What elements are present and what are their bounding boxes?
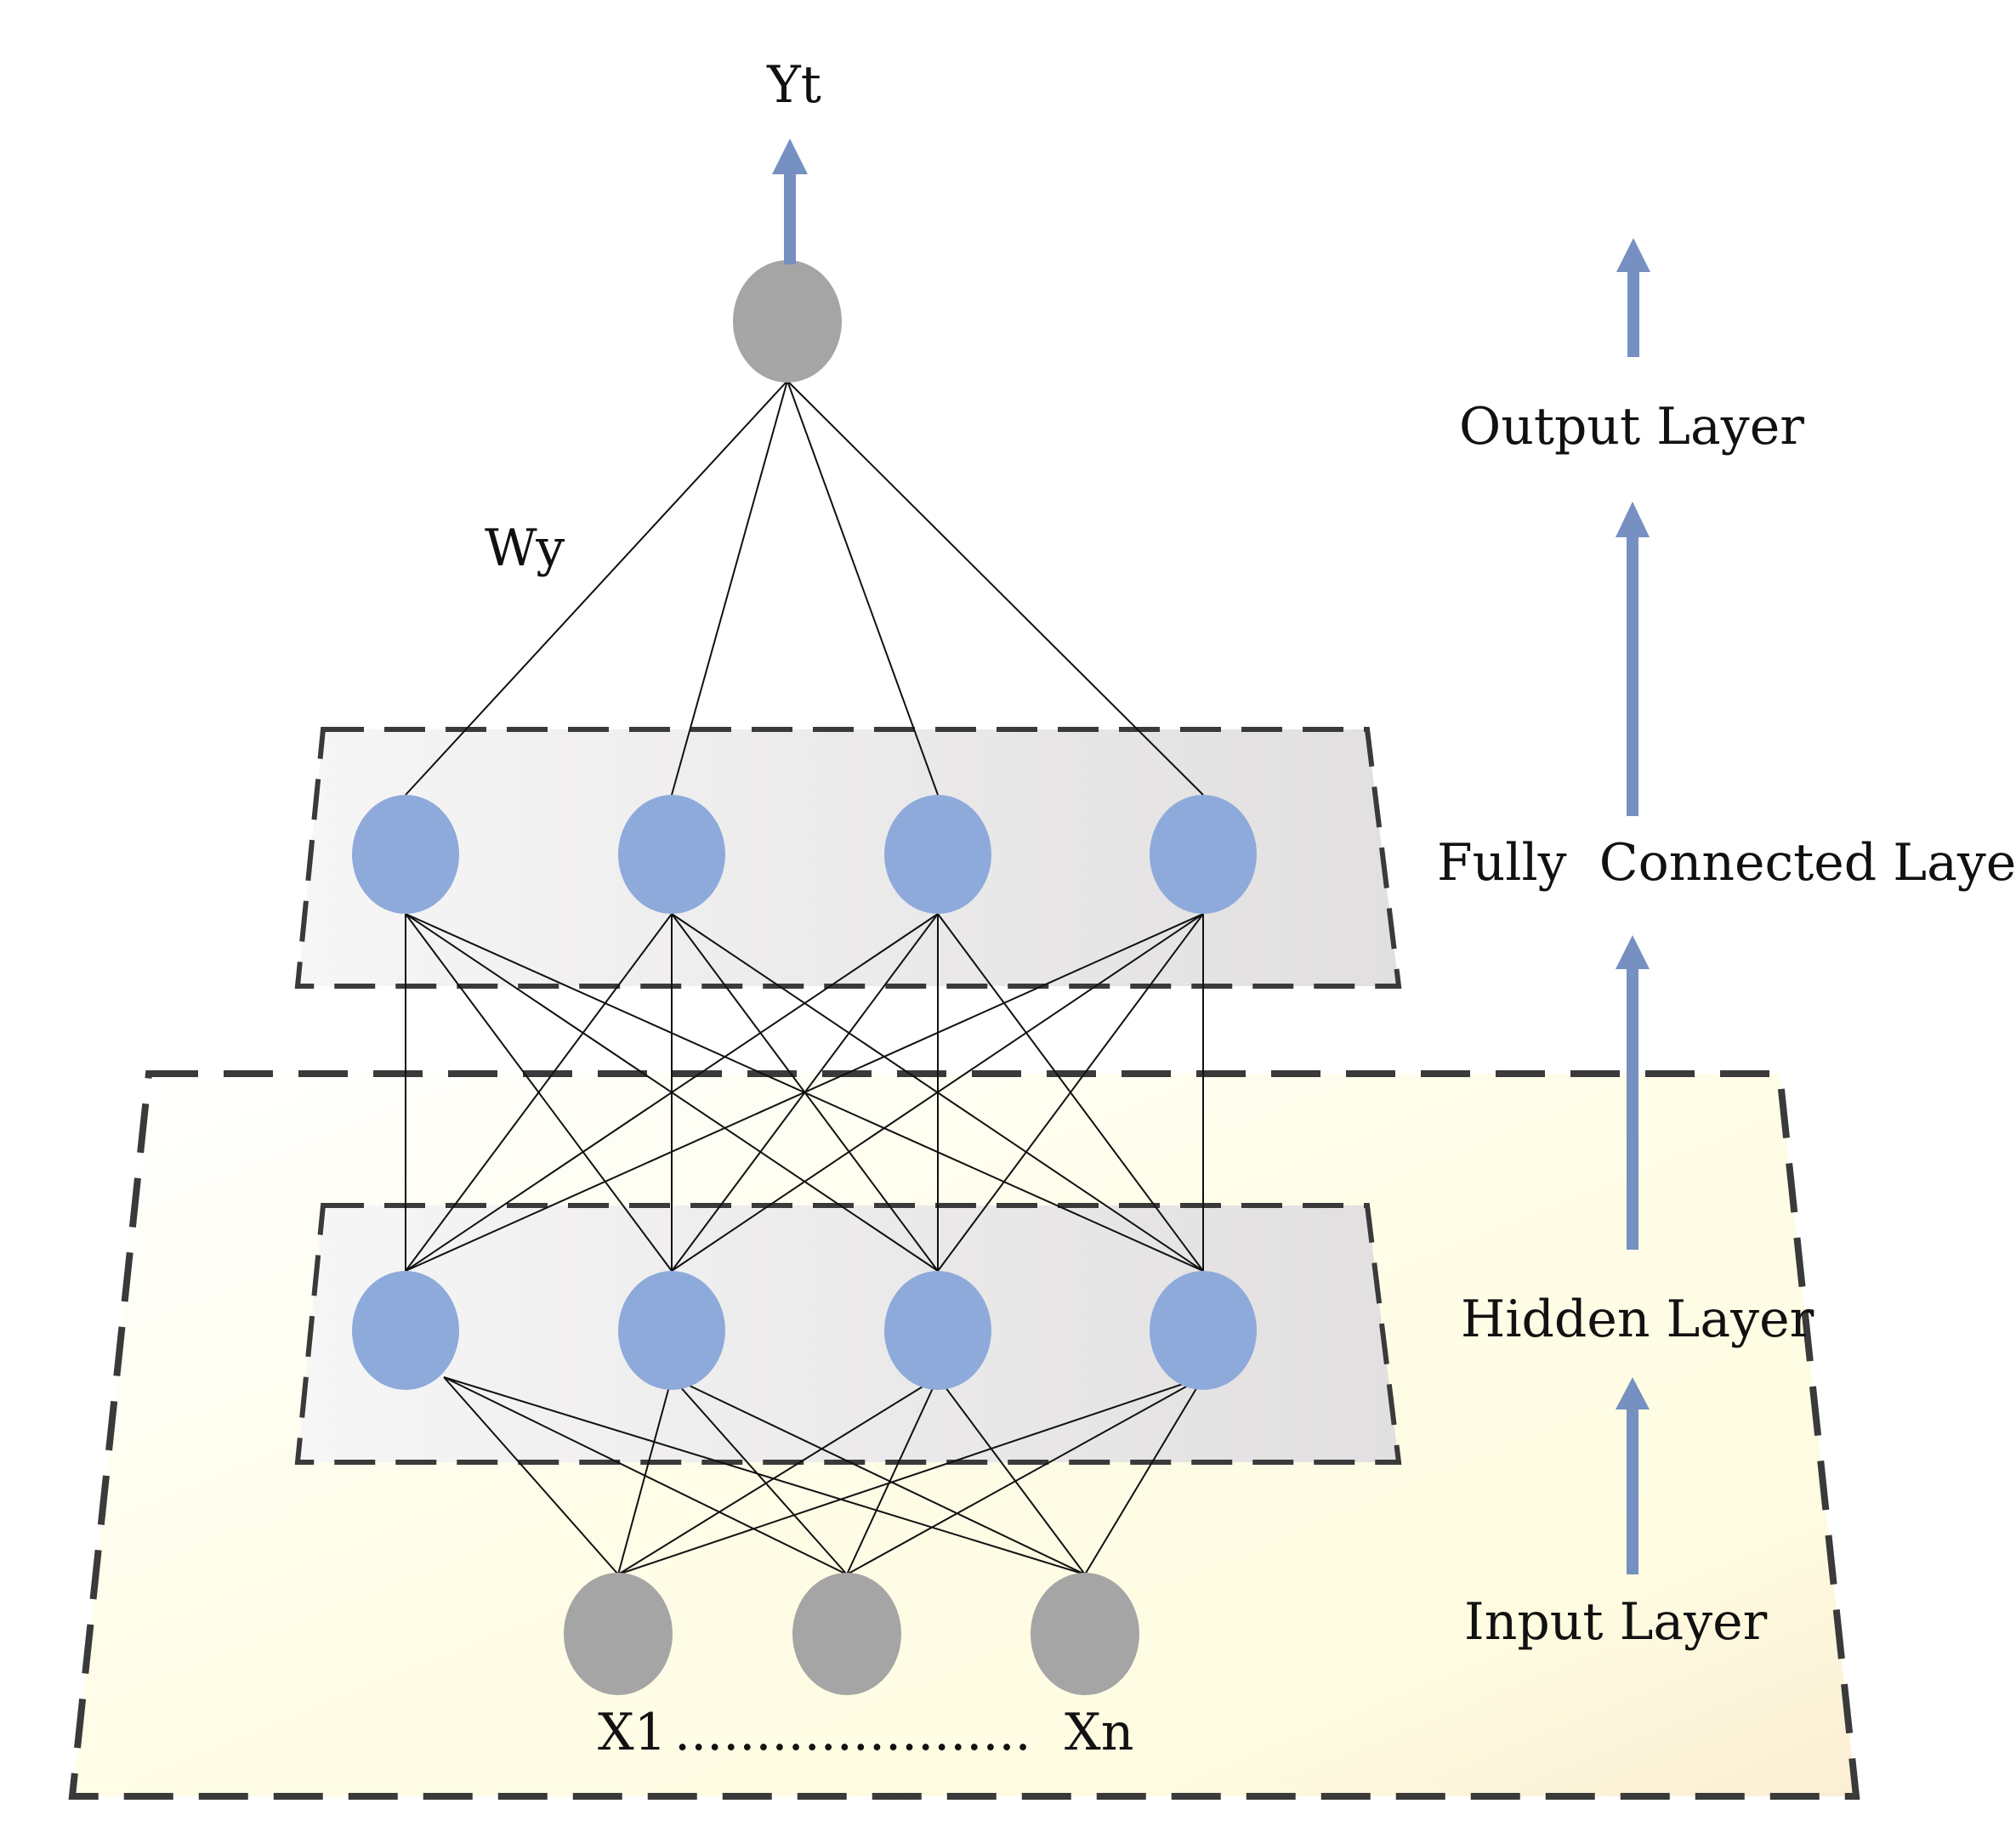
weight-label: Wy bbox=[485, 519, 565, 578]
input-layer-label: Input Layer bbox=[1464, 1592, 1768, 1652]
fully-connected-panel bbox=[294, 727, 1402, 989]
input-first-label: X1 bbox=[598, 1703, 667, 1762]
network-nodes bbox=[352, 260, 1257, 1695]
connection-lines bbox=[405, 380, 1204, 1575]
hidden-node bbox=[352, 1271, 459, 1390]
connection-line bbox=[787, 380, 1204, 796]
input-node bbox=[1031, 1573, 1139, 1695]
hidden-node bbox=[1150, 1271, 1257, 1390]
input-node bbox=[792, 1573, 901, 1695]
arrow-up-icon bbox=[1616, 935, 1650, 1250]
connection-line bbox=[846, 1376, 939, 1575]
connection-line bbox=[671, 1376, 848, 1575]
connection-line bbox=[671, 380, 788, 796]
input-dots: ...................... bbox=[674, 1703, 1031, 1762]
fully-connected-node bbox=[1150, 795, 1257, 914]
arrow-up-icon bbox=[1616, 1377, 1650, 1574]
connection-line bbox=[937, 1376, 1086, 1575]
hidden-node bbox=[884, 1271, 991, 1390]
connection-line bbox=[787, 380, 939, 796]
hidden-layer-panel bbox=[294, 1203, 1402, 1465]
output-arrow bbox=[772, 139, 808, 264]
connection-line bbox=[937, 913, 1204, 1272]
connection-line bbox=[443, 1376, 1086, 1575]
connection-line bbox=[405, 913, 1204, 1272]
hidden-layer-label: Hidden Layer bbox=[1461, 1290, 1814, 1349]
output-node bbox=[733, 260, 842, 383]
connection-line bbox=[671, 1376, 1086, 1575]
input-node bbox=[564, 1573, 673, 1695]
connection-line bbox=[405, 913, 673, 1272]
connection-line bbox=[405, 380, 788, 796]
arrow-up-icon bbox=[1616, 502, 1650, 816]
output-label: Yt bbox=[766, 55, 821, 115]
flow-arrows bbox=[1616, 238, 1650, 1574]
connection-line bbox=[1084, 1376, 1204, 1575]
fully-connected-layer-label: Fully Connected Layer bbox=[1437, 833, 2016, 893]
connection-line bbox=[443, 1376, 848, 1575]
connection-line bbox=[846, 1376, 1204, 1575]
hidden-node bbox=[618, 1271, 725, 1390]
fully-connected-node bbox=[352, 795, 459, 914]
connection-line bbox=[405, 913, 939, 1272]
fully-connected-node bbox=[618, 795, 725, 914]
connection-line bbox=[443, 1376, 619, 1575]
output-layer-label: Output Layer bbox=[1459, 397, 1804, 457]
connection-line bbox=[671, 913, 1204, 1272]
connection-line bbox=[617, 1376, 1204, 1575]
input-last-label: Xn bbox=[1065, 1703, 1133, 1762]
connection-line bbox=[617, 1376, 939, 1575]
arrow-up-icon bbox=[1616, 238, 1650, 357]
fully-connected-node bbox=[884, 795, 991, 914]
